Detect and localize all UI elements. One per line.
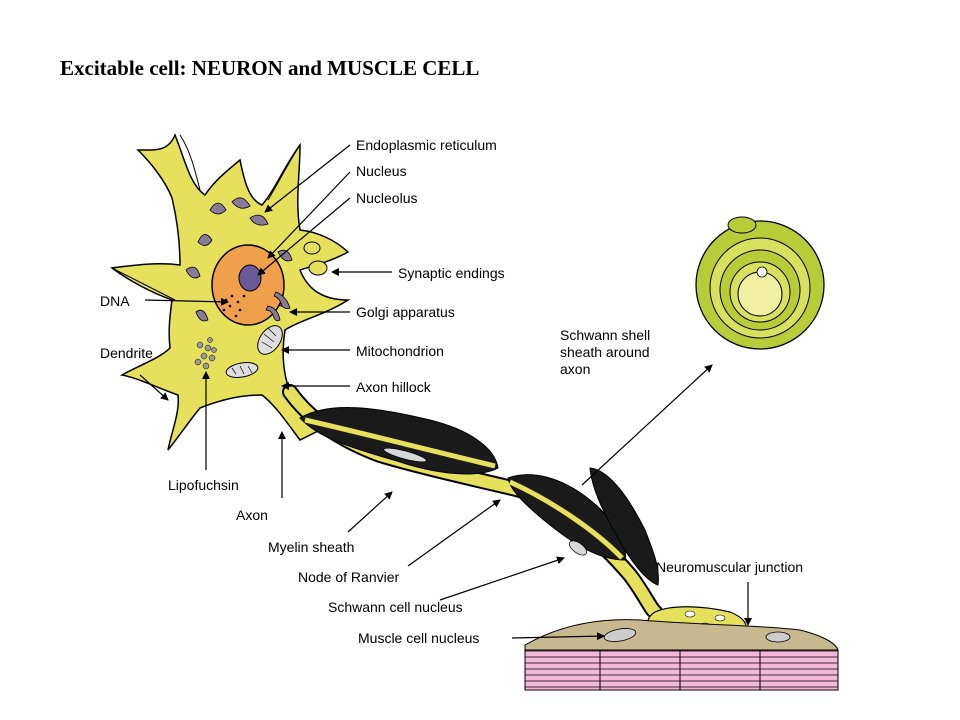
label-node-of-ranvier: Node of Ranvier — [298, 569, 400, 585]
schwann-nucleus-shape — [568, 540, 588, 556]
leader-lines — [139, 144, 752, 641]
label-schwann-cell-nucleus: Schwann cell nucleus — [328, 599, 463, 615]
label-lipofuchsin: Lipofuchsin — [168, 477, 239, 493]
label-nucleolus: Nucleolus — [356, 190, 417, 206]
leader-endoplasmic-reticulum — [264, 144, 351, 213]
muscle-nucleus-shape — [765, 631, 791, 643]
schwann-nucleus-shape — [383, 447, 427, 463]
lipofuchsin-granules — [194, 337, 217, 370]
label-schwann-shell-line2: sheath around — [560, 344, 650, 360]
muscle-fiber-divisions — [599, 650, 761, 690]
muscle-fiber — [524, 649, 839, 691]
leader-nucleolus — [257, 197, 351, 276]
mitochondrion-cristae — [261, 327, 277, 349]
golgi-apparatus-shape — [265, 291, 291, 322]
label-schwann-shell-line1: Schwann shell — [560, 327, 650, 343]
axon-through-myelin — [508, 479, 624, 560]
label-golgi-apparatus: Golgi apparatus — [356, 304, 455, 320]
label-muscle-cell-nucleus: Muscle cell nucleus — [358, 630, 479, 646]
leader-nucleus — [267, 171, 351, 259]
myelin-segment — [589, 467, 659, 586]
label-schwann-shell-line3: axon — [560, 361, 590, 377]
label-dendrite: Dendrite — [100, 345, 153, 361]
nucleolus-shape — [238, 264, 262, 292]
leader-dendrite — [139, 374, 169, 401]
dendrite-branch — [179, 134, 201, 191]
synaptic-ending-shape — [303, 241, 328, 276]
mitochondrion-cristae — [231, 365, 253, 375]
label-nucleus: Nucleus — [356, 163, 407, 179]
schwann-sheath-cross-section — [695, 216, 825, 350]
dendrite-branch — [111, 267, 176, 301]
label-axon: Axon — [236, 507, 268, 523]
page-title: Excitable cell: NEURON and MUSCLE CELL — [60, 56, 480, 80]
label-neuromuscular-junction: Neuromuscular junction — [656, 559, 803, 575]
leader-dna — [144, 297, 229, 306]
muscle-cap — [524, 619, 839, 651]
label-axon-hillock: Axon hillock — [356, 379, 432, 395]
leader-schwann-shell — [581, 364, 713, 486]
axon-through-myelin — [304, 417, 496, 469]
dendrite-branch — [267, 144, 301, 201]
mitochondrion-shape — [257, 325, 283, 355]
label-endoplasmic-reticulum: Endoplasmic reticulum — [356, 137, 497, 153]
leader-muscle-cell-nucleus — [511, 632, 605, 641]
leader-myelin-sheath — [347, 491, 393, 533]
label-synaptic-endings: Synaptic endings — [398, 265, 505, 281]
label-mitochondrion: Mitochondrion — [356, 343, 444, 359]
leader-node-of-ranvier — [407, 499, 501, 567]
leader-schwann-cell-nucleus — [439, 556, 565, 601]
label-dna: DNA — [100, 293, 130, 309]
label-myelin-sheath: Myelin sheath — [268, 539, 354, 555]
